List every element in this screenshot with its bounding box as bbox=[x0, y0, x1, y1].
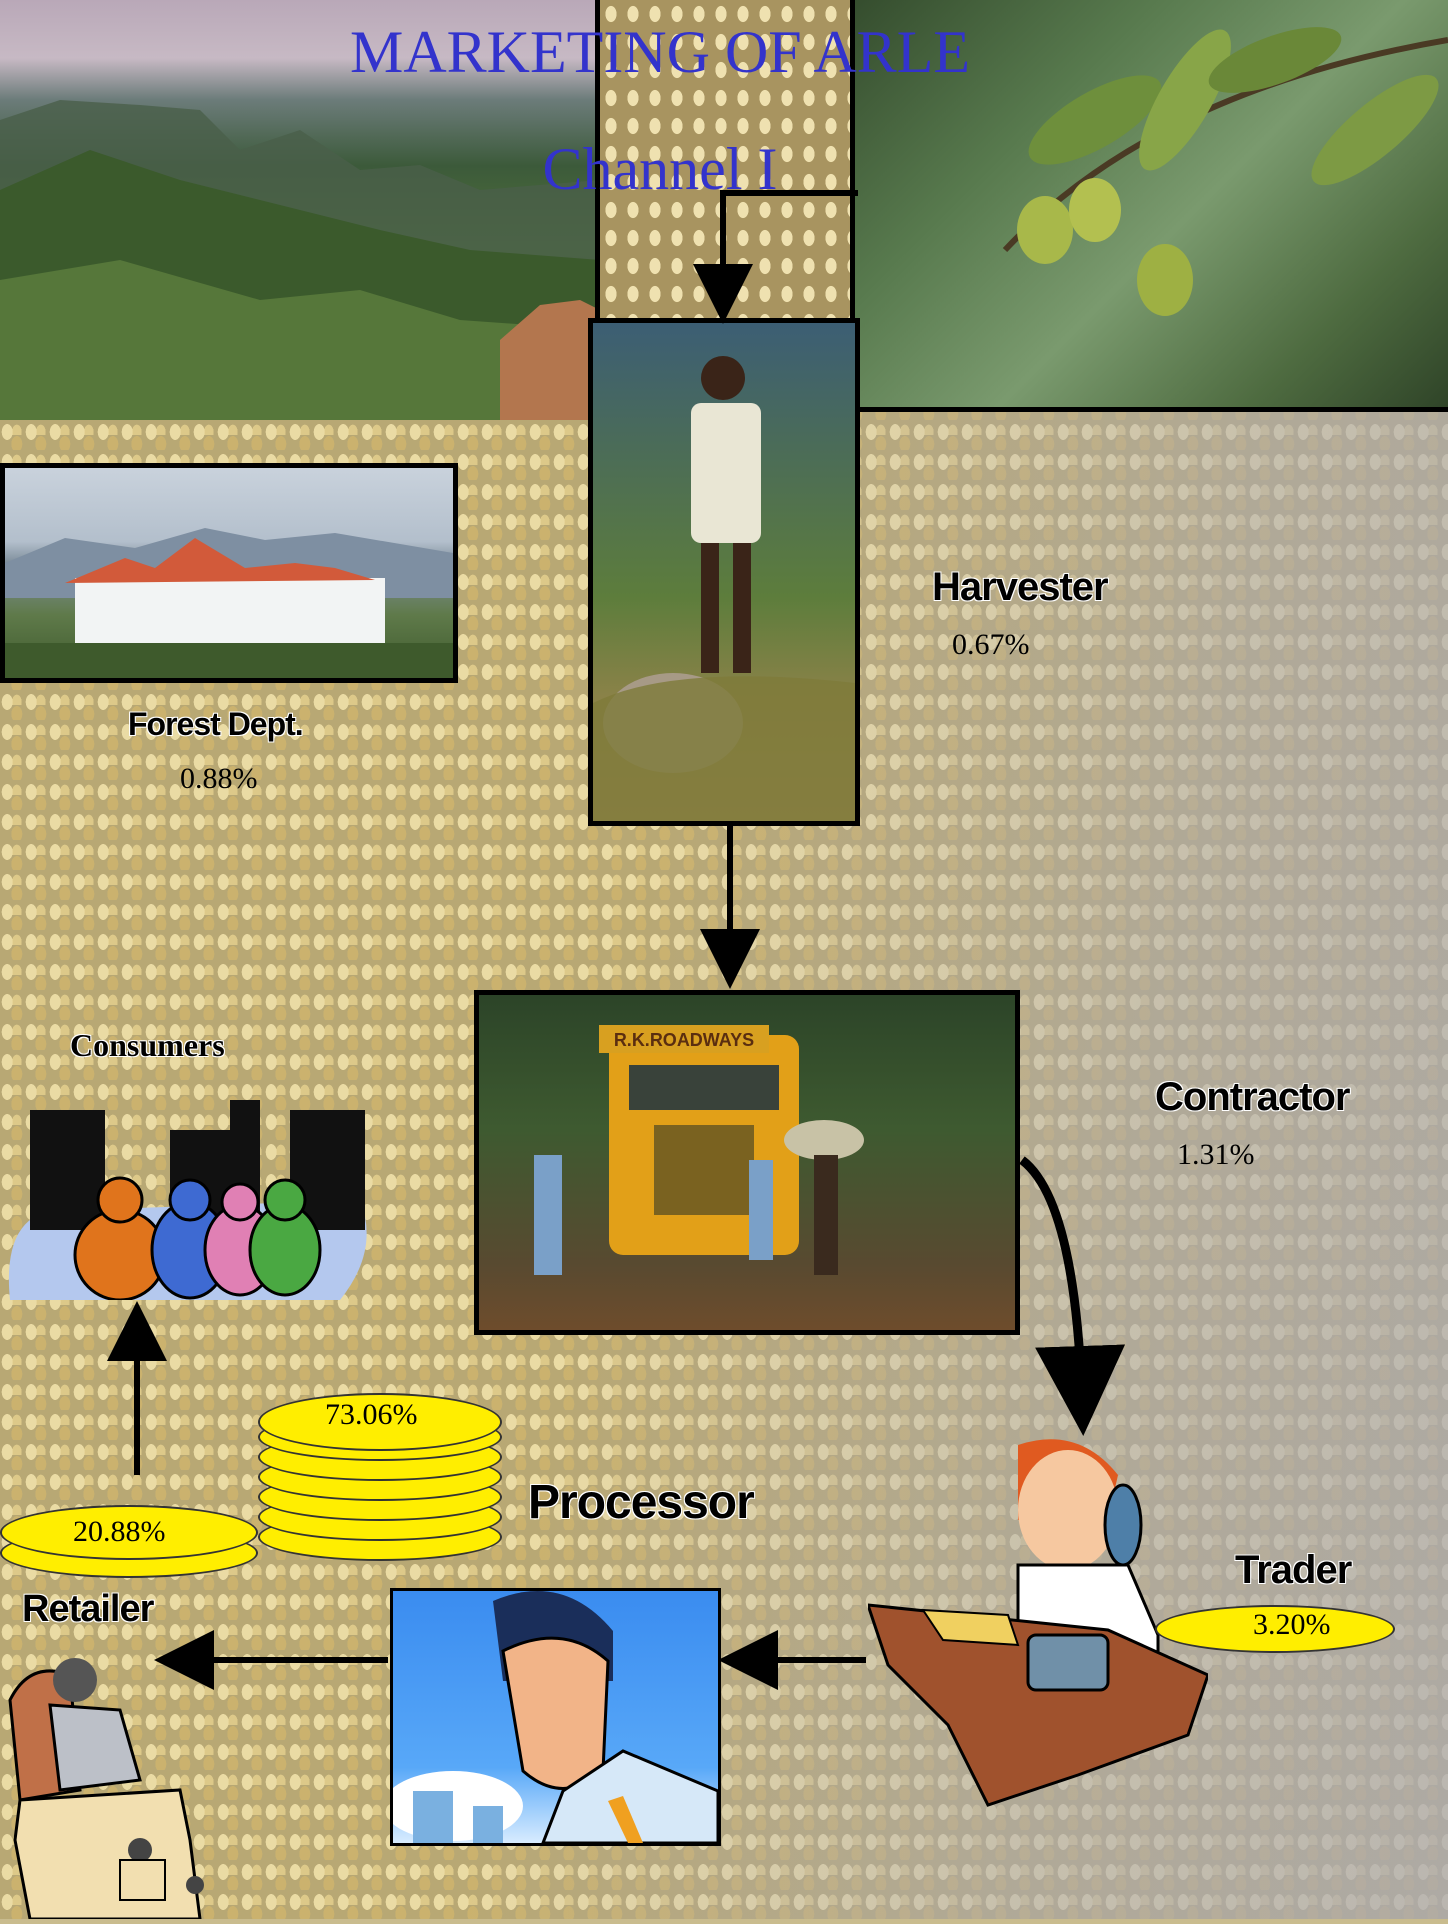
harvester-photo bbox=[588, 318, 860, 826]
arrow-title-to-harvester bbox=[693, 190, 858, 324]
processor-coin-stack bbox=[258, 1393, 502, 1563]
harvester-label: Harvester bbox=[932, 565, 1109, 609]
processor-clipart bbox=[390, 1588, 721, 1846]
trader-label: Trader bbox=[1235, 1548, 1352, 1592]
harvester-share: 0.67% bbox=[952, 628, 1030, 661]
retailer-coin bbox=[0, 1505, 258, 1560]
processor-share: 73.06% bbox=[325, 1398, 418, 1431]
hills-illustration bbox=[0, 100, 600, 420]
consumers-clipart bbox=[0, 1090, 370, 1302]
forest-dept-label: Forest Dept. bbox=[128, 706, 304, 742]
truck-sign: R.K.ROADWAYS bbox=[614, 1030, 754, 1050]
trader-on-phone-icon bbox=[865, 1439, 1210, 1807]
retailer-desk-icon bbox=[8, 1658, 204, 1921]
retailer-clipart bbox=[0, 1640, 215, 1921]
processor-label: Processor bbox=[528, 1476, 755, 1529]
trader-clipart bbox=[865, 1425, 1210, 1810]
consumers-label: Consumers bbox=[70, 1027, 225, 1063]
forest-building-illustration bbox=[5, 528, 453, 678]
forest-dept-photo bbox=[0, 463, 458, 683]
contractor-share: 1.31% bbox=[1177, 1138, 1255, 1171]
contractor-label: Contractor bbox=[1155, 1075, 1350, 1119]
trader-share: 3.20% bbox=[1253, 1608, 1331, 1641]
forest-dept-share: 0.88% bbox=[180, 762, 258, 795]
coin bbox=[258, 1393, 502, 1451]
contractor-truck-photo: R.K.ROADWAYS bbox=[474, 990, 1020, 1335]
arrow-contractor-to-trader bbox=[1019, 1156, 1126, 1436]
harvester-figure bbox=[593, 356, 855, 821]
crowd-city-icon bbox=[8, 1100, 367, 1302]
trader-share-coin bbox=[1155, 1605, 1395, 1653]
retailer-label: Retailer bbox=[22, 1588, 154, 1630]
processor-man-icon bbox=[393, 1591, 718, 1843]
truck-illustration: R.K.ROADWAYS bbox=[534, 1025, 864, 1275]
fruit-branch-illustration bbox=[1002, 27, 1448, 316]
page-title: MARKETING OF ARLE bbox=[349, 19, 970, 85]
arle-fruit-tree-photo bbox=[855, 0, 1448, 412]
hills-landscape-photo bbox=[0, 0, 600, 420]
retailer-share: 20.88% bbox=[73, 1515, 166, 1548]
